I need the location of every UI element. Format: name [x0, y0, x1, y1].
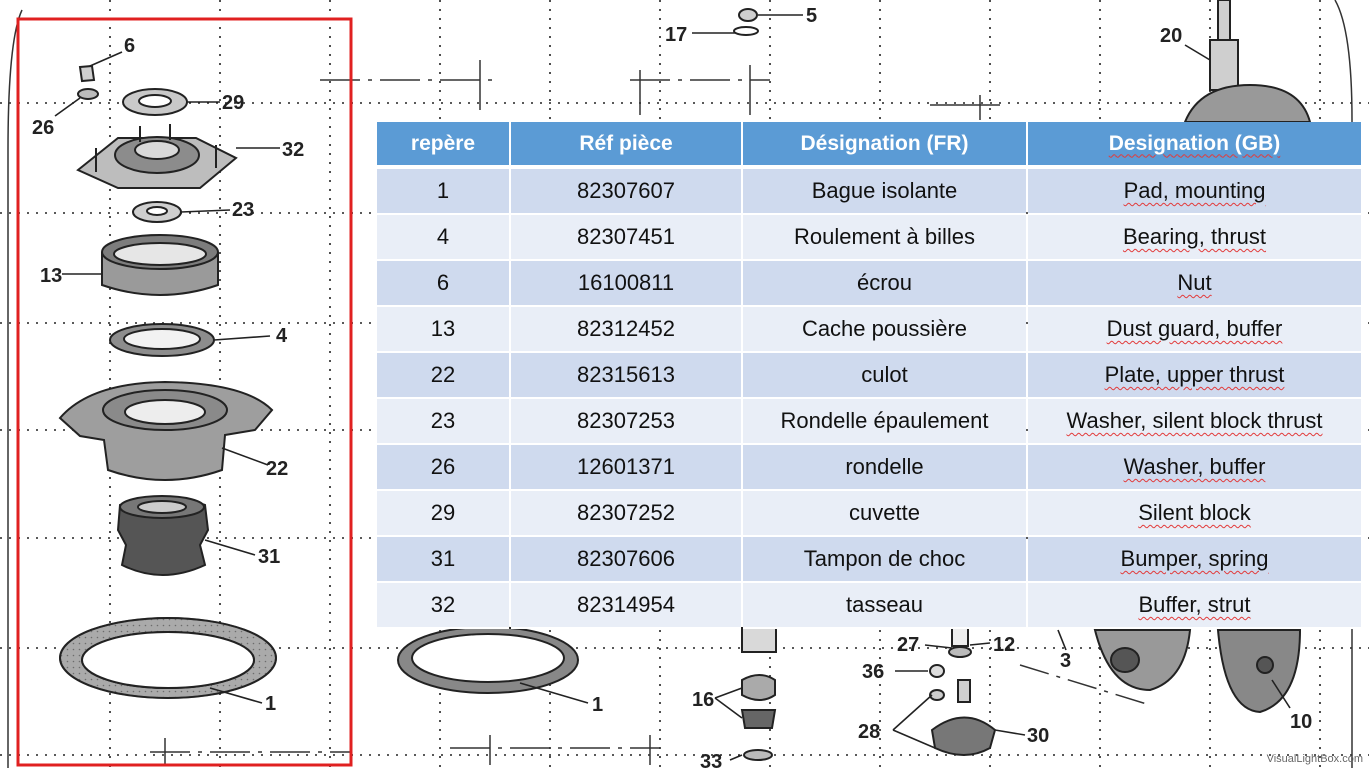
- table-header-row: repère Réf pièce Désignation (FR) Design…: [377, 122, 1361, 169]
- cell-designation-gb-text: Nut: [1177, 270, 1212, 295]
- cell-designation-gb-text: Dust guard, buffer: [1106, 316, 1283, 341]
- header-designation-gb-text: Designation (GB): [1108, 131, 1281, 155]
- cell-repere: 32: [377, 583, 509, 629]
- cell-designation-fr: écrou: [743, 261, 1026, 307]
- cell-designation-gb: Plate, upper thrust: [1028, 353, 1361, 399]
- cell-repere: 4: [377, 215, 509, 261]
- table-row: 29 82307252 cuvette Silent block: [377, 491, 1361, 537]
- cell-designation-fr: culot: [743, 353, 1026, 399]
- cell-designation-gb-text: Plate, upper thrust: [1104, 362, 1285, 387]
- cell-designation-gb-text: Buffer, strut: [1138, 592, 1251, 617]
- callout-label: 12: [993, 634, 1015, 656]
- table-row: 4 82307451 Roulement à billes Bearing, t…: [377, 215, 1361, 261]
- callout-label: 33: [700, 751, 722, 768]
- cell-repere: 23: [377, 399, 509, 445]
- table-row: 6 16100811 écrou Nut: [377, 261, 1361, 307]
- callout-numbers: 6 29 26 32 23 13 4 22 31 1 17 5 20 1 27 …: [32, 5, 1312, 768]
- cell-designation-gb: Nut: [1028, 261, 1361, 307]
- cell-ref: 82307451: [511, 215, 741, 261]
- cell-designation-fr: Bague isolante: [743, 169, 1026, 215]
- cell-ref: 16100811: [511, 261, 741, 307]
- cell-ref: 82307253: [511, 399, 741, 445]
- table-row: 13 82312452 Cache poussière Dust guard, …: [377, 307, 1361, 353]
- watermark: VisualLightBox.com: [1266, 753, 1363, 765]
- cell-ref: 82315613: [511, 353, 741, 399]
- cell-designation-fr: Roulement à billes: [743, 215, 1026, 261]
- parts-table: repère Réf pièce Désignation (FR) Design…: [375, 122, 1363, 629]
- table-row: 26 12601371 rondelle Washer, buffer: [377, 445, 1361, 491]
- cell-designation-fr: Cache poussière: [743, 307, 1026, 353]
- cell-repere: 26: [377, 445, 509, 491]
- callout-label: 31: [258, 546, 280, 568]
- callout-label: 4: [276, 325, 288, 347]
- callout-label: 16: [692, 689, 714, 711]
- cell-ref: 82314954: [511, 583, 741, 629]
- header-designation-gb: Designation (GB): [1028, 122, 1361, 169]
- cell-ref: 82312452: [511, 307, 741, 353]
- cell-designation-gb: Washer, buffer: [1028, 445, 1361, 491]
- cell-repere: 13: [377, 307, 509, 353]
- cell-designation-fr: Rondelle épaulement: [743, 399, 1026, 445]
- callout-label: 23: [232, 199, 254, 221]
- cell-repere: 29: [377, 491, 509, 537]
- callout-label: 1: [265, 693, 276, 715]
- table-row: 23 82307253 Rondelle épaulement Washer, …: [377, 399, 1361, 445]
- callout-label: 1: [592, 694, 603, 716]
- callout-label: 5: [806, 5, 817, 27]
- cell-designation-gb: Dust guard, buffer: [1028, 307, 1361, 353]
- callout-label: 3: [1060, 650, 1071, 672]
- cell-ref: 12601371: [511, 445, 741, 491]
- table-row: 32 82314954 tasseau Buffer, strut: [377, 583, 1361, 629]
- cell-designation-gb: Buffer, strut: [1028, 583, 1361, 629]
- cell-designation-fr: cuvette: [743, 491, 1026, 537]
- callout-label: 29: [222, 92, 244, 114]
- cell-ref: 82307606: [511, 537, 741, 583]
- cell-designation-fr: Tampon de choc: [743, 537, 1026, 583]
- cell-repere: 6: [377, 261, 509, 307]
- cell-designation-gb-text: Bearing, thrust: [1122, 224, 1267, 249]
- callout-label: 32: [282, 139, 304, 161]
- cell-designation-gb: Bearing, thrust: [1028, 215, 1361, 261]
- highlight-box: [16, 17, 353, 767]
- cell-designation-gb: Washer, silent block thrust: [1028, 399, 1361, 445]
- cell-repere: 31: [377, 537, 509, 583]
- cell-ref: 82307252: [511, 491, 741, 537]
- cell-ref: 82307607: [511, 169, 741, 215]
- left-exploded-stack: [54, 51, 280, 704]
- cell-designation-gb-text: Washer, silent block thrust: [1066, 408, 1323, 433]
- cell-designation-gb: Silent block: [1028, 491, 1361, 537]
- cell-designation-fr: rondelle: [743, 445, 1026, 491]
- cell-designation-gb-text: Pad, mounting: [1123, 178, 1266, 203]
- header-designation-fr: Désignation (FR): [743, 122, 1026, 169]
- callout-label: 28: [858, 721, 880, 743]
- right-background-parts: [397, 0, 1312, 761]
- callout-label: 6: [124, 35, 135, 57]
- callout-label: 36: [862, 661, 884, 683]
- header-repere: repère: [377, 122, 509, 169]
- cell-repere: 1: [377, 169, 509, 215]
- header-ref-piece: Réf pièce: [511, 122, 741, 169]
- cell-designation-gb-text: Washer, buffer: [1123, 454, 1266, 479]
- callout-label: 10: [1290, 711, 1312, 733]
- cell-designation-fr: tasseau: [743, 583, 1026, 629]
- center-axis-lines: [7, 0, 1353, 768]
- cell-designation-gb-text: Bumper, spring: [1120, 546, 1269, 571]
- cell-designation-gb-text: Silent block: [1138, 500, 1251, 525]
- callout-label: 20: [1160, 25, 1182, 47]
- callout-label: 26: [32, 117, 54, 139]
- callout-label: 27: [897, 634, 919, 656]
- callout-label: 30: [1027, 725, 1049, 747]
- cell-repere: 22: [377, 353, 509, 399]
- callout-label: 13: [40, 265, 62, 287]
- table-row: 1 82307607 Bague isolante Pad, mounting: [377, 169, 1361, 215]
- cell-designation-gb: Bumper, spring: [1028, 537, 1361, 583]
- callout-label: 22: [266, 458, 288, 480]
- table-row: 22 82315613 culot Plate, upper thrust: [377, 353, 1361, 399]
- cell-designation-gb: Pad, mounting: [1028, 169, 1361, 215]
- table-row: 31 82307606 Tampon de choc Bumper, sprin…: [377, 537, 1361, 583]
- callout-label: 17: [665, 24, 687, 46]
